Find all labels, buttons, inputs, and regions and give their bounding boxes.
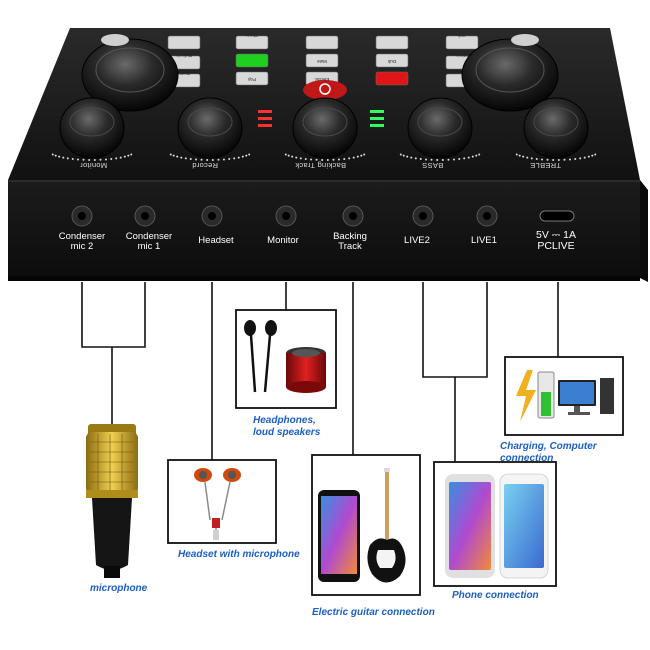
large-knob-left[interactable]: [81, 38, 179, 112]
effect-button-0[interactable]: [167, 35, 201, 50]
effect-button-11[interactable]: [375, 71, 409, 86]
port-label-live1: LIVE1: [471, 235, 497, 246]
caption-guitar: Electric guitar connection: [312, 607, 435, 618]
effect-button-10[interactable]: [375, 53, 409, 68]
audio-jack-0[interactable]: [71, 205, 93, 227]
port-label-headset: Headset: [198, 235, 234, 246]
port-label-live2: LIVE2: [404, 235, 430, 246]
knob-label-treble: TREBLE: [530, 161, 561, 170]
caption-headphones: Headphones, loud speakers: [253, 415, 321, 438]
effect-button-3[interactable]: [235, 35, 269, 50]
effect-button-label-4: Yell: [458, 33, 466, 38]
caption-headset: Headset with microphone: [178, 549, 300, 560]
knob-label-bass: BASS: [422, 161, 444, 170]
effect-button-5[interactable]: [235, 71, 269, 86]
effect-button-label-2: Pop: [248, 77, 257, 82]
large-knob-right[interactable]: [461, 38, 559, 112]
port-label-condenser-mic-2: Condenser mic 2: [58, 231, 106, 252]
power-icon[interactable]: [303, 80, 347, 100]
microphone-icon: [86, 424, 138, 578]
connection-lines: [81, 282, 559, 462]
knob-label-record: Record: [192, 161, 218, 170]
knob-0[interactable]: [51, 97, 133, 161]
round-button-left[interactable]: [101, 34, 129, 46]
phone-icon: [433, 461, 557, 587]
effect-button-label-5: Mimic: [456, 53, 468, 58]
effect-button-label-6: Ridicule: [176, 53, 193, 58]
port-label-backing-track: Backing Track: [333, 231, 367, 252]
charging-computer-icon: [504, 356, 624, 436]
effect-button-label-3: Dub: [387, 59, 397, 64]
audio-jack-4[interactable]: [342, 205, 364, 227]
knob-label-backing-track: Backing Track: [295, 161, 347, 170]
caption-phone: Phone connection: [452, 590, 539, 601]
audio-jack-1[interactable]: [134, 205, 156, 227]
usb-port[interactable]: [539, 210, 575, 222]
led-indicator-green: [370, 110, 384, 127]
effect-button-9[interactable]: [375, 35, 409, 50]
knob-3[interactable]: [399, 97, 481, 161]
led-indicator-red: [258, 110, 272, 127]
caption-microphone: microphone: [90, 583, 148, 594]
port-label-monitor: Monitor: [267, 235, 299, 246]
effect-button-12[interactable]: [445, 35, 479, 50]
audio-jack-5[interactable]: [412, 205, 434, 227]
audio-jack-2[interactable]: [201, 205, 223, 227]
guitar-phone-icon: [311, 454, 421, 596]
knob-1[interactable]: [169, 97, 251, 161]
knob-2[interactable]: [284, 97, 366, 161]
guitar-icon: [367, 468, 406, 583]
effect-button-label-8: Cheer: [245, 33, 259, 38]
round-button-right[interactable]: [511, 34, 539, 46]
headset-icon: [167, 459, 277, 544]
effect-button-6[interactable]: [305, 35, 339, 50]
effect-button-label-1: Electric: [314, 77, 330, 82]
effect-button-label-0: Mute: [317, 59, 328, 64]
knob-4[interactable]: [515, 97, 597, 161]
effect-button-4[interactable]: [235, 53, 269, 68]
audio-jack-3[interactable]: [275, 205, 297, 227]
effect-button-label-7: Pretty: [178, 71, 190, 76]
port-label-pclive: 5V ⎓ 1A PCLIVE: [536, 229, 576, 252]
headphones-speaker-icon: [235, 309, 337, 409]
knob-label-monitor: Monitor: [80, 161, 108, 170]
port-label-condenser-mic-1: Condenser mic 1: [125, 231, 173, 252]
audio-jack-6[interactable]: [476, 205, 498, 227]
effect-button-7[interactable]: [305, 53, 339, 68]
caption-charging: Charging, Computer connection: [500, 441, 597, 464]
